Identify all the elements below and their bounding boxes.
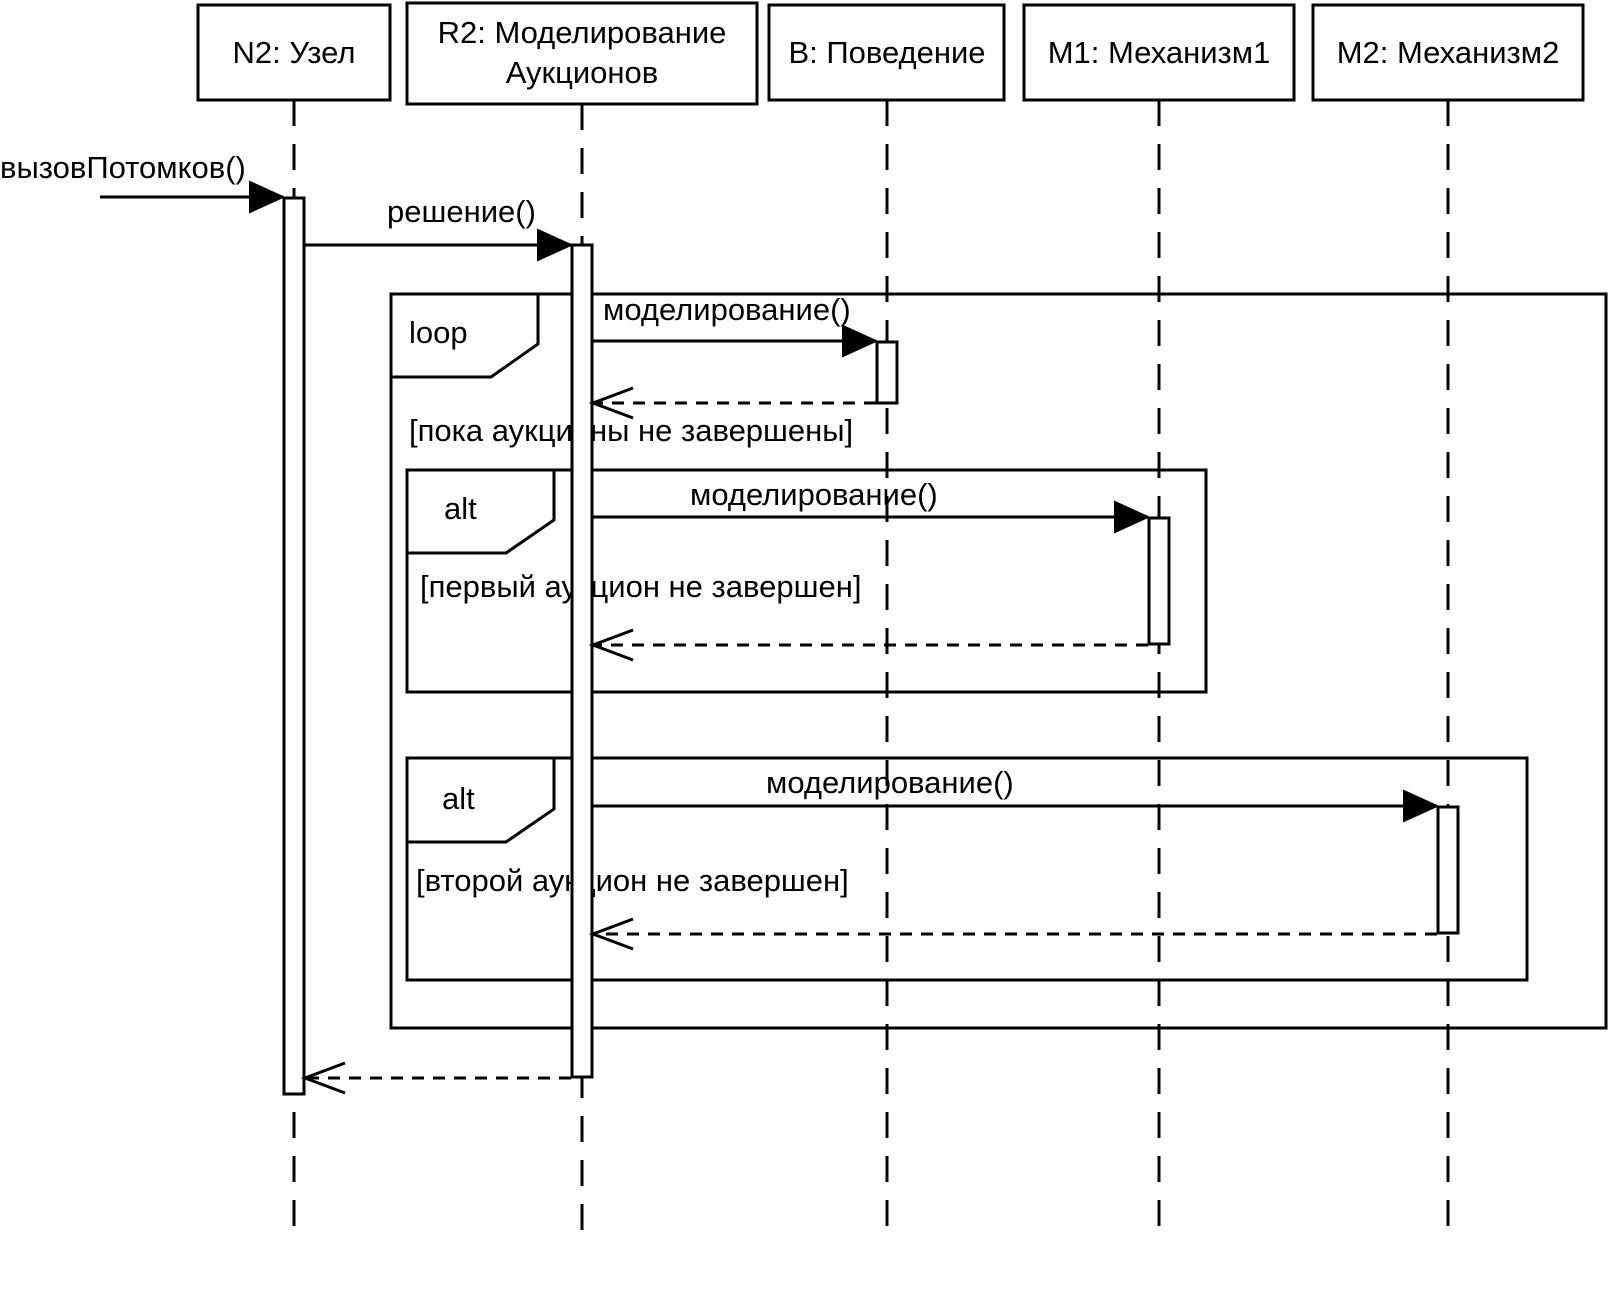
activation-b <box>875 340 899 405</box>
message-model-m1: моделирование() <box>592 477 1151 534</box>
fragment-loop: loop [пока аукционы не завершены] <box>389 292 1608 1030</box>
fragment-frame <box>405 756 1529 982</box>
participant-box <box>405 1 759 106</box>
fragment-guard: [первый аукцион не завершен] <box>420 569 861 604</box>
participant-label: M1: Механизм1 <box>1048 35 1271 70</box>
open-arrowhead-icon <box>588 628 634 662</box>
participant-label-line1: R2: Моделирование <box>438 15 727 50</box>
return-model-m1 <box>588 628 1148 662</box>
fragment-alt-second: alt [второй аукцион не завершен] <box>405 756 1529 982</box>
message-model-b: моделирование() <box>592 292 879 358</box>
fragment-alt-first: alt [первый аукцион не завершен] <box>405 468 1208 694</box>
activation-r2 <box>570 243 594 1079</box>
activation-n2 <box>282 196 306 1096</box>
return-model-m2 <box>588 917 1437 951</box>
participant-box <box>196 3 392 102</box>
open-arrowhead-icon <box>588 386 634 420</box>
participant-box <box>1022 3 1296 102</box>
open-arrowhead-icon <box>300 1061 346 1095</box>
filled-arrowhead-icon <box>1114 500 1151 534</box>
participant-label: B: Поведение <box>788 35 985 70</box>
return-decide <box>300 1061 571 1095</box>
message-label: моделирование() <box>690 477 938 512</box>
fragment-frame <box>389 292 1608 1030</box>
participant-m1: M1: Механизм1 <box>1022 3 1296 102</box>
message-label: решение() <box>387 194 536 229</box>
activation-m2 <box>1436 805 1460 935</box>
open-arrowhead-icon <box>588 917 634 951</box>
participant-n2: N2: Узел <box>196 3 392 102</box>
message-entry: вызовПотомков() <box>0 150 286 214</box>
message-model-m2: моделирование() <box>592 765 1440 823</box>
participant-r2: R2: Моделирование Аукционов <box>405 1 759 106</box>
participant-b: B: Поведение <box>767 3 1006 102</box>
participant-box <box>1311 3 1585 102</box>
fragment-frame <box>405 468 1208 694</box>
participant-m2: M2: Механизм2 <box>1311 3 1585 102</box>
fragment-tab <box>407 470 556 555</box>
lifelines <box>292 100 1450 1235</box>
activation-m1 <box>1147 516 1171 646</box>
filled-arrowhead-icon <box>537 228 574 262</box>
participant-box <box>767 3 1006 102</box>
fragment-tab <box>391 294 540 379</box>
filled-arrowhead-icon <box>249 180 286 214</box>
message-label: моделирование() <box>766 765 1014 800</box>
message-label: моделирование() <box>603 292 851 327</box>
filled-arrowhead-icon <box>842 324 879 358</box>
participant-label: N2: Узел <box>233 35 356 70</box>
fragment-operator: loop <box>409 315 468 350</box>
fragment-operator: alt <box>442 781 475 816</box>
participant-label-line2: Аукционов <box>506 55 659 90</box>
participant-label: M2: Механизм2 <box>1337 35 1560 70</box>
filled-arrowhead-icon <box>1403 789 1440 823</box>
fragment-operator: alt <box>444 491 477 526</box>
message-decide: решение() <box>304 194 574 262</box>
fragment-tab <box>407 758 556 844</box>
fragment-guard: [второй аукцион не завершен] <box>416 863 849 898</box>
activations <box>282 196 1460 1096</box>
return-model-b <box>588 386 876 420</box>
message-label: вызовПотомков() <box>0 150 246 185</box>
